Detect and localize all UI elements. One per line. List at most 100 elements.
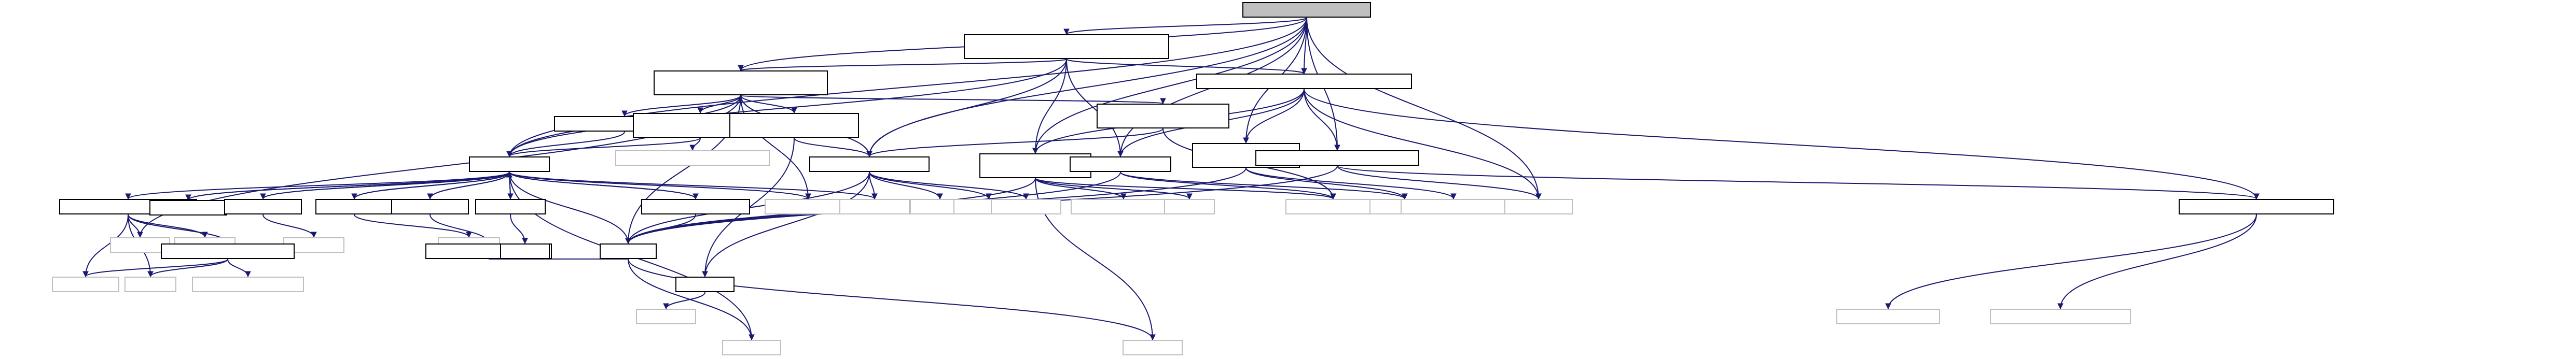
graph-edge-arrowhead (260, 193, 266, 200)
graph-edge (430, 171, 510, 199)
graph-edge (1035, 17, 1307, 154)
edge-layer (82, 17, 2260, 341)
graph-node[interactable] (1504, 199, 1573, 214)
graph-node[interactable] (391, 199, 469, 214)
graph-edge (869, 171, 940, 199)
graph-node[interactable] (636, 309, 696, 324)
graph-node[interactable] (1285, 199, 1381, 214)
graph-node[interactable] (991, 199, 1061, 214)
graph-node[interactable] (1990, 309, 2131, 324)
graph-edge (128, 214, 205, 238)
graph-node[interactable] (654, 70, 828, 95)
graph-edge-arrowhead (2057, 303, 2063, 310)
graph-edge (85, 259, 228, 277)
graph-node[interactable] (600, 243, 657, 259)
graph-node[interactable] (161, 243, 295, 259)
graph-edge (740, 95, 1164, 104)
graph-node[interactable] (192, 277, 304, 292)
graph-node[interactable] (1097, 104, 1229, 128)
graph-edge (794, 137, 870, 157)
graph-root-node[interactable] (1242, 2, 1371, 18)
graph-edge-arrowhead (1535, 193, 1542, 200)
graph-edge (509, 59, 1067, 157)
graph-edge (354, 214, 469, 238)
graph-edge (1120, 171, 1334, 199)
graph-node[interactable] (765, 199, 852, 214)
graph-edge (628, 259, 1153, 340)
graph-edge (1304, 89, 1539, 199)
graph-edge (509, 171, 629, 244)
graph-node[interactable] (641, 199, 750, 214)
graph-edge (1306, 17, 1539, 199)
graph-edge (509, 137, 701, 157)
graph-node[interactable] (1071, 199, 1176, 214)
graph-edge (869, 59, 1067, 157)
graph-edge (740, 95, 795, 113)
graph-edge (740, 59, 1067, 71)
graph-edge (262, 214, 314, 238)
graph-edge-arrowhead (738, 65, 744, 71)
graph-edge (509, 131, 625, 157)
graph-edge-arrowhead (311, 232, 317, 238)
graph-node[interactable] (1070, 156, 1171, 172)
graph-edge (869, 171, 1027, 199)
graph-node[interactable] (1196, 74, 1412, 89)
graph-edge-arrowhead (245, 271, 251, 278)
graph-edge (1035, 178, 1124, 199)
graph-node[interactable] (149, 200, 227, 216)
graph-edge (624, 95, 741, 117)
graph-edge-arrowhead (1243, 137, 1249, 144)
graph-node[interactable] (2179, 199, 2334, 214)
graph-edge-arrowhead (1117, 151, 1124, 157)
graph-edge (262, 171, 510, 199)
graph-edge (1245, 89, 1305, 143)
graph-edge (1337, 165, 2257, 199)
graph-edge-arrowhead (1330, 193, 1336, 200)
graph-node[interactable] (124, 277, 176, 292)
graph-node[interactable] (1123, 340, 1183, 355)
graph-edge-arrowhead (137, 232, 143, 238)
graph-edge (1066, 59, 1305, 74)
graph-edge (85, 214, 129, 277)
graph-edge-arrowhead (506, 151, 513, 157)
graph-edge (354, 171, 510, 199)
graph-edge-arrowhead (702, 271, 708, 278)
graph-edge-arrowhead (693, 193, 699, 200)
graph-node[interactable] (809, 156, 930, 172)
graph-edge-arrowhead (1149, 334, 1156, 341)
graph-edge-arrowhead (522, 238, 528, 245)
graph-edge (666, 292, 705, 309)
graph-edge (227, 259, 248, 277)
graph-edge-arrowhead (866, 151, 872, 157)
graph-node[interactable] (52, 277, 119, 292)
graph-node[interactable] (1164, 199, 1215, 214)
graph-edge-arrowhead (937, 193, 943, 200)
graph-node[interactable] (1401, 199, 1506, 214)
graph-edge-arrowhead (185, 194, 191, 201)
graph-edge (1035, 59, 1067, 154)
graph-node[interactable] (500, 243, 550, 259)
graph-node[interactable] (964, 34, 1169, 59)
graph-node[interactable] (469, 156, 550, 172)
graph-node[interactable] (475, 199, 546, 214)
graph-edge-arrowhead (1402, 193, 1408, 200)
graph-node[interactable] (110, 237, 170, 253)
graph-node[interactable] (722, 340, 781, 355)
graph-edge (1304, 89, 2257, 199)
graph-edge (1888, 214, 2257, 309)
graph-node[interactable] (1836, 309, 1940, 324)
graph-edge-arrowhead (1450, 193, 1457, 200)
graph-node[interactable] (315, 199, 393, 214)
graph-node[interactable] (1255, 150, 1419, 166)
graph-edge (2060, 214, 2257, 309)
graph-edge (150, 259, 228, 277)
graph-node[interactable] (224, 199, 302, 214)
graph-node[interactable] (615, 150, 770, 166)
graph-edge-arrowhead (805, 193, 811, 200)
graph-node[interactable] (675, 277, 735, 292)
graph-edge-arrowhead (1301, 68, 1307, 75)
graph-edge (1035, 178, 1334, 199)
graph-node[interactable] (729, 113, 859, 138)
graph-node[interactable] (839, 199, 910, 214)
